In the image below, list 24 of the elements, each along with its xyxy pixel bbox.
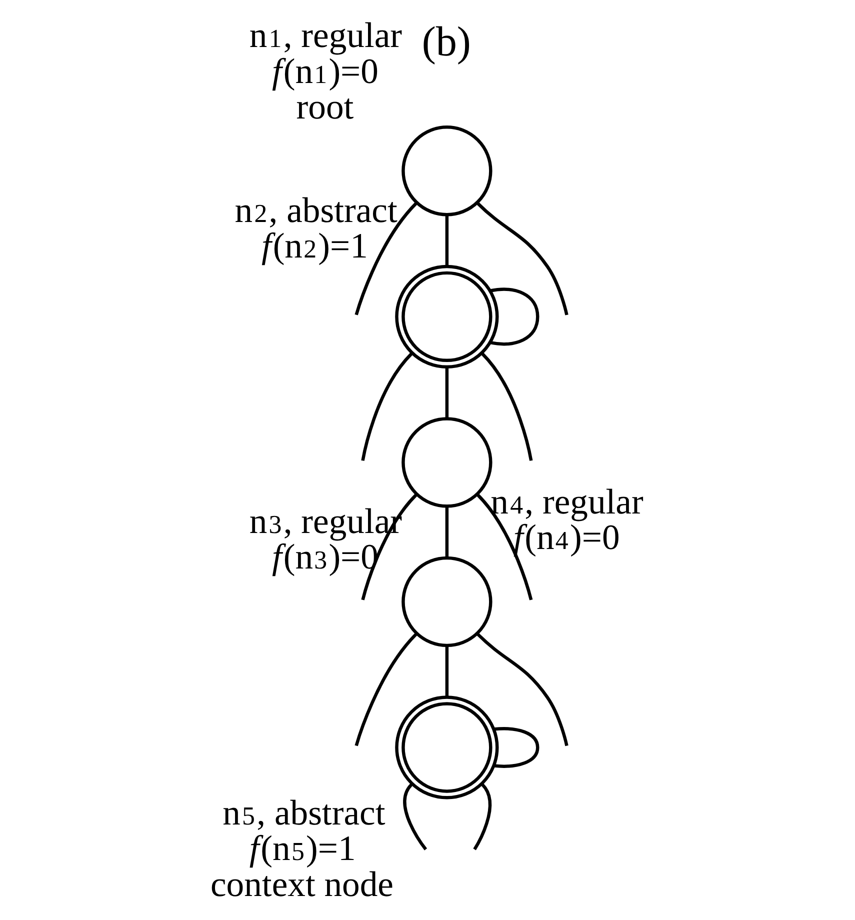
connector (494, 727, 540, 768)
connector (445, 646, 449, 698)
node-circle (402, 417, 492, 508)
connector (361, 352, 413, 461)
node-circle (402, 556, 492, 648)
connector (476, 202, 568, 316)
connector (403, 784, 428, 850)
connector (481, 352, 533, 461)
connector (476, 494, 533, 600)
connector (354, 202, 418, 316)
connector (445, 367, 449, 418)
node-label: n2, abstract (234, 190, 398, 230)
node-doublecircle (395, 696, 499, 800)
connector (490, 288, 540, 346)
node-circle (402, 126, 492, 216)
connector (354, 633, 418, 746)
connector (361, 494, 418, 600)
connector (445, 215, 449, 266)
node-label: n5, abstract (222, 792, 386, 833)
node-doublecircle (395, 264, 499, 368)
connector (473, 784, 492, 850)
connector (476, 632, 568, 746)
label: (b) (422, 18, 471, 66)
connector (445, 506, 449, 558)
